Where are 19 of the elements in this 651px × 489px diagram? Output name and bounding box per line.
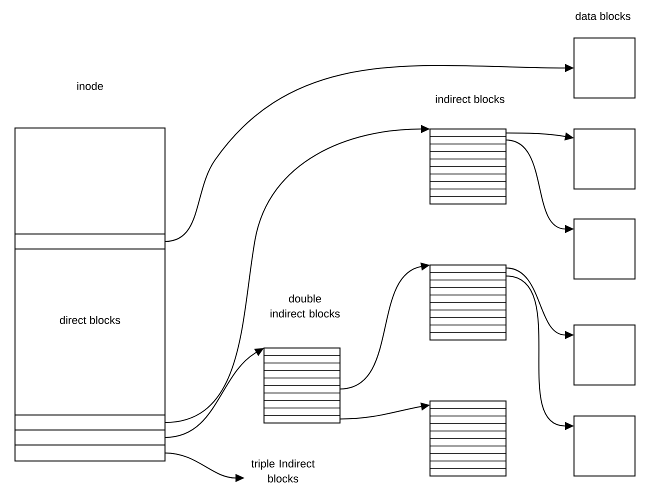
pointer-slot bbox=[14, 234, 166, 250]
data-block bbox=[574, 218, 636, 280]
inode-box: direct blocks bbox=[14, 128, 166, 462]
group-label: double indirect blocks bbox=[270, 294, 340, 318]
group-label: data blocks bbox=[576, 12, 630, 20]
block-table bbox=[430, 264, 506, 340]
data-block bbox=[574, 38, 636, 98]
inode-heading: inode bbox=[77, 82, 103, 90]
group-label: indirect blocks bbox=[436, 94, 504, 104]
data-block bbox=[574, 128, 636, 190]
pointer-slot bbox=[14, 414, 166, 430]
block-table bbox=[430, 400, 506, 476]
block-table bbox=[264, 348, 340, 424]
block-label: triple Indirect blocks bbox=[251, 459, 315, 483]
data-block bbox=[574, 416, 636, 476]
pointer-slot bbox=[14, 430, 166, 446]
pointer-slot bbox=[14, 444, 166, 462]
block-table bbox=[430, 128, 506, 204]
data-block bbox=[574, 324, 636, 386]
